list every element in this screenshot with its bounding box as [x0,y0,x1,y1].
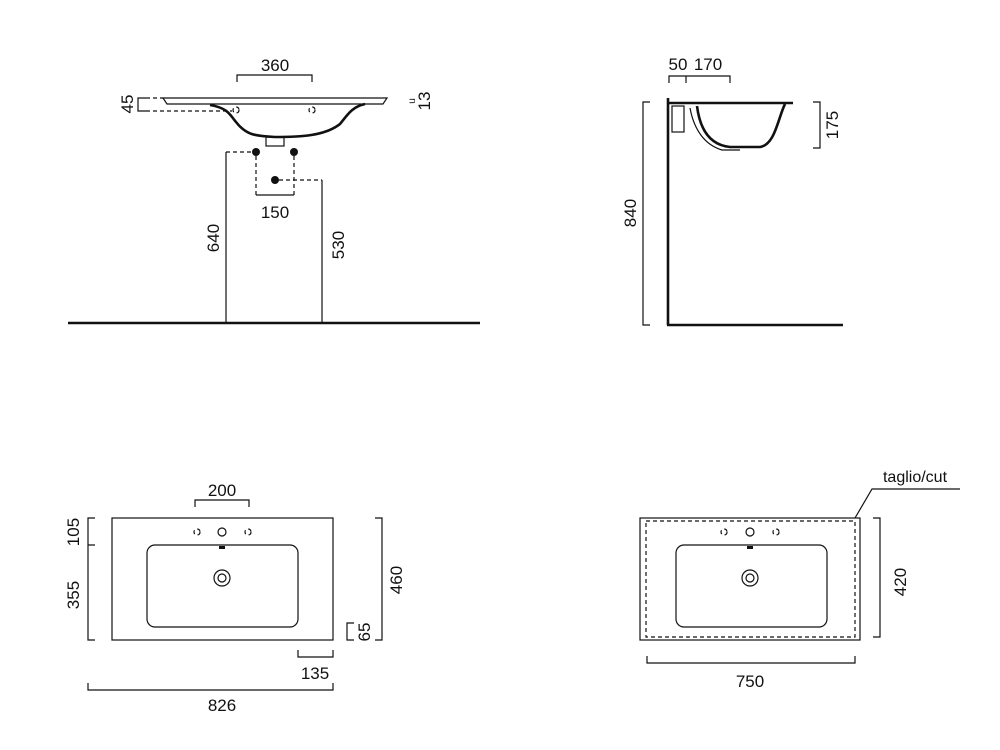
dim-135 [297,650,334,658]
drain-inner [745,573,755,583]
cut-line [645,520,856,638]
tap-hole-optional [772,528,780,536]
cut-label: taglio/cut [883,469,948,486]
dim-label-750: 750 [736,672,764,691]
dim-label-170: 170 [694,55,722,74]
dim-label-175: 175 [823,111,842,139]
dim-175 [813,101,821,149]
dim-460 [375,517,383,641]
dim-840 [642,101,650,326]
dim-label-13: 13 [415,92,434,111]
basin-outline [639,517,861,641]
dim-105-355 [87,517,95,641]
drain-inner [217,573,227,583]
tap-hole-optional [720,528,728,536]
dim-200 [194,499,250,507]
bracket-part [671,105,685,133]
drain-icon [213,569,231,587]
dim-label-50: 50 [669,55,688,74]
dim-label-460: 460 [387,566,406,594]
tap-hole-optional [244,528,252,536]
dim-50-170 [668,75,731,83]
overflow-icon [747,546,753,549]
overflow-channel [689,107,740,151]
basin-outline [111,517,334,641]
dim-45 [137,97,146,112]
dim-420 [873,517,881,638]
overflow-icon [219,546,225,549]
dim-label-826: 826 [208,696,236,715]
dim-360 [236,74,313,82]
dim-826 [87,683,334,691]
basin-bowl [675,544,828,628]
dim-label-420: 420 [891,568,910,596]
waste-outlet [265,136,285,147]
basin-bowl [695,103,787,149]
dim-label-150: 150 [261,203,289,222]
dim-750 [646,656,856,664]
tap-hole [217,527,227,537]
water-inlet-icon [252,148,260,156]
top-view-full: 200 105 355 460 65 135 826 [64,481,406,715]
dim-label-135: 135 [301,664,329,683]
front-view: 360 45 u 13 150 640 530 [68,56,480,325]
dim-label-200: 200 [208,481,236,500]
drain-outlet-icon [271,176,279,184]
dim-65 [346,622,354,641]
dim-label-640: 640 [204,224,223,252]
side-view: 50 170 175 840 [621,55,843,327]
dim-label-840: 840 [621,199,640,227]
basin-bowl [146,544,299,628]
top-view-cut: taglio/cut 420 750 [639,469,960,691]
cut-leader-line [854,488,960,519]
basin-rim [161,97,389,105]
tap-hole [745,527,755,537]
dim-label-105: 105 [64,518,83,546]
dim-label-355: 355 [64,581,83,609]
water-inlet-icon [290,148,298,156]
dim-label-45: 45 [118,95,137,114]
dim-label-360: 360 [261,56,289,75]
tap-hole-hidden [308,106,316,114]
dim-label-530: 530 [329,231,348,259]
tap-hole-hidden [232,106,240,114]
tap-hole-optional [193,528,201,536]
drain-icon [741,569,759,587]
dim-label-65: 65 [355,623,374,642]
thickness-symbol: u [407,98,418,104]
